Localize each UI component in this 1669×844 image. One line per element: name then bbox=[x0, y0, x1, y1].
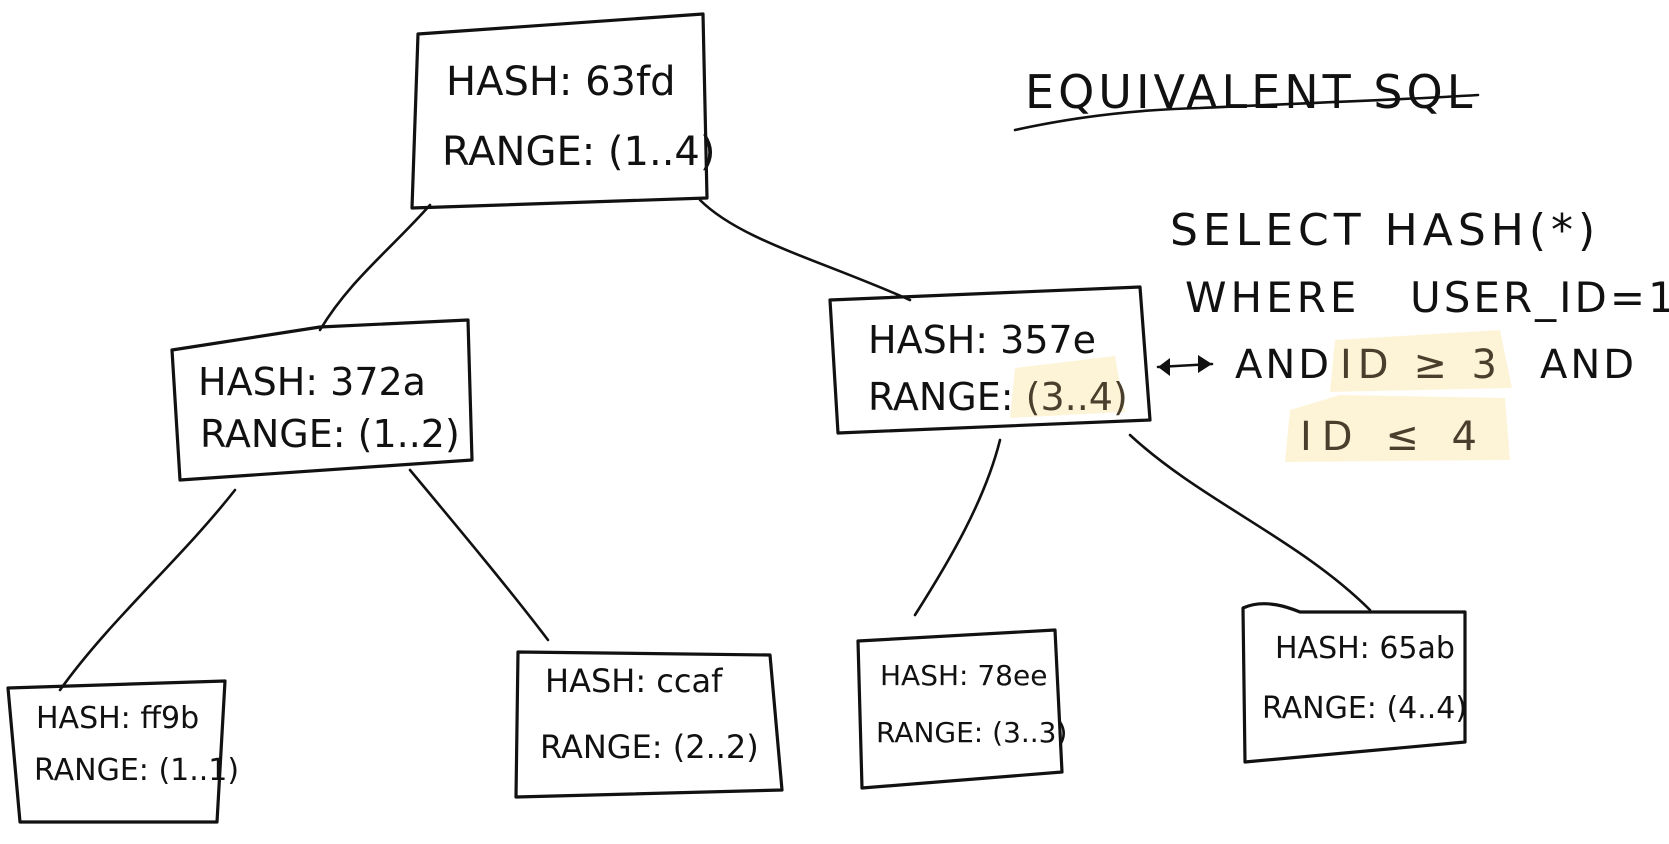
node-leaf-ccaf-range: RANGE: (2..2) bbox=[540, 728, 759, 766]
edge-root-left bbox=[318, 203, 432, 332]
node-leaf-78ee-hash: HASH: 78ee bbox=[880, 659, 1047, 692]
node-leaf-ff9b-hash: HASH: ff9b bbox=[36, 701, 199, 736]
svg-text:RANGE: (3..4): RANGE: (3..4) bbox=[868, 375, 1128, 419]
sql-line-select: SELECT HASH(*) bbox=[1170, 205, 1600, 256]
sql-where-condition: USER_ID=1 bbox=[1410, 273, 1669, 322]
sql-query: SELECT HASH(*) WHERE USER_ID=1 AND ID ≥ … bbox=[1170, 205, 1669, 460]
edge-left-lr bbox=[408, 468, 550, 642]
node-leaf-65ab-box bbox=[1241, 602, 1467, 764]
node-leaf-65ab-range: RANGE: (4..4) bbox=[1262, 691, 1467, 726]
node-leaf-78ee-box bbox=[856, 628, 1064, 790]
node-root: HASH: 63fd RANGE: (1..4) bbox=[410, 12, 715, 210]
sql-title: EQUIVALENT SQL bbox=[1013, 65, 1480, 132]
node-root-box bbox=[410, 12, 709, 210]
node-leaf-78ee-range: RANGE: (3..3) bbox=[876, 716, 1067, 749]
node-right-range-prefix: RANGE: bbox=[868, 375, 1026, 419]
sql-cond-id-ge-3: ID ≥ 3 bbox=[1340, 342, 1503, 388]
node-root-range: RANGE: (1..4) bbox=[442, 129, 715, 175]
sql-cond-id-le-4: ID ≤ 4 bbox=[1300, 414, 1487, 460]
node-leaf-ccaf: HASH: ccaf RANGE: (2..2) bbox=[514, 650, 784, 799]
arrow-head-left bbox=[1158, 358, 1170, 376]
highlight-range-3-4 bbox=[1010, 356, 1125, 418]
sql-and-keyword-2: AND bbox=[1540, 342, 1637, 388]
arrow-head-right bbox=[1198, 355, 1212, 373]
node-leaf-65ab: HASH: 65ab RANGE: (4..4) bbox=[1241, 602, 1467, 764]
node-right-range-value: (3..4) bbox=[1026, 375, 1128, 419]
node-right: HASH: 357e RANGE: (3..4) bbox=[828, 285, 1152, 435]
node-leaf-ff9b: HASH: ff9b RANGE: (1..1) bbox=[6, 679, 239, 824]
highlight-id-le-4 bbox=[1285, 395, 1510, 462]
highlight-id-ge-3 bbox=[1330, 330, 1512, 392]
node-left-box bbox=[170, 318, 474, 482]
sql-title-underline bbox=[1013, 93, 1480, 132]
node-leaf-ff9b-range: RANGE: (1..1) bbox=[34, 753, 239, 788]
sql-and-keyword: AND bbox=[1235, 342, 1332, 388]
link-arrow bbox=[1156, 355, 1214, 376]
edge-left-ll bbox=[58, 488, 237, 692]
node-leaf-ccaf-hash: HASH: ccaf bbox=[545, 662, 723, 700]
node-root-hash: HASH: 63fd bbox=[446, 59, 675, 105]
node-leaf-65ab-hash: HASH: 65ab bbox=[1275, 631, 1455, 666]
sql-title-text: EQUIVALENT SQL bbox=[1025, 65, 1476, 119]
node-left-range: RANGE: (1..2) bbox=[200, 412, 460, 456]
sql-where-keyword: WHERE bbox=[1185, 273, 1360, 322]
edge-root-right bbox=[698, 198, 912, 302]
node-right-hash: HASH: 357e bbox=[868, 318, 1096, 362]
node-leaf-ff9b-box bbox=[6, 679, 227, 824]
node-right-box bbox=[828, 285, 1152, 435]
node-left-hash: HASH: 372a bbox=[198, 360, 426, 404]
node-leaf-78ee: HASH: 78ee RANGE: (3..3) bbox=[856, 628, 1067, 790]
node-left: HASH: 372a RANGE: (1..2) bbox=[170, 318, 474, 482]
edge-right-rr bbox=[1128, 433, 1372, 612]
edge-right-rl bbox=[913, 438, 1002, 617]
node-leaf-ccaf-box bbox=[514, 650, 784, 799]
